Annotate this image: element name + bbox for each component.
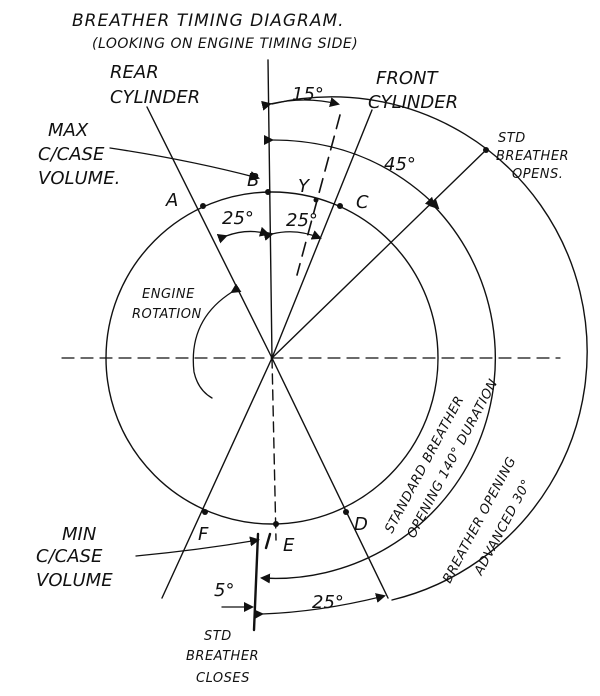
engine-rotation-label-1: ENGINE <box>142 287 195 302</box>
point-b-label: B <box>247 170 259 191</box>
angle-25-bottom-label: 25° <box>312 592 344 613</box>
rear-cylinder-axis-lower <box>161 357 273 599</box>
point-a-label: A <box>165 190 178 211</box>
point-f-dot <box>202 509 208 515</box>
angle-45-label: 45° <box>384 154 416 175</box>
point-b-dot <box>265 189 271 195</box>
std-opens-label-3: OPENS. <box>512 167 563 182</box>
arc-45 <box>263 134 440 210</box>
min-volume-label-1: MIN <box>62 524 96 545</box>
front-cylinder-axis <box>271 109 373 359</box>
rear-cylinder-label-2: CYLINDER <box>110 87 200 108</box>
advanced-opening-arc <box>271 96 588 601</box>
breather-opens-dot <box>483 147 489 153</box>
front-cylinder-label-1: FRONT <box>376 68 439 89</box>
arc-25-bottom <box>253 593 386 620</box>
point-c-dot <box>337 203 343 209</box>
rear-cylinder-axis <box>146 106 273 359</box>
std-closes-label-3: CLOSES <box>196 671 250 686</box>
angle-15-label: 15° <box>292 84 324 105</box>
front-cylinder-axis-lower <box>271 357 389 599</box>
point-e-dot <box>273 521 279 527</box>
breather-closes-tick <box>264 532 272 550</box>
point-y-label: Y <box>298 176 311 197</box>
point-d-label: D <box>354 514 368 535</box>
min-volume-label-3: VOLUME <box>36 570 113 591</box>
angle-25-right-label: 25° <box>286 210 318 231</box>
angle-25-left-label: 25° <box>222 208 254 229</box>
point-d-dot <box>343 509 349 515</box>
arc-25-left <box>216 226 270 244</box>
engine-rotation-label-2: ROTATION <box>132 307 202 322</box>
engine-rotation-arrow <box>192 283 242 399</box>
std-closes-label-2: BREATHER <box>186 649 259 664</box>
std-closes-label-1: STD <box>204 629 232 644</box>
vertical-centerline-lower <box>271 357 277 541</box>
breather-closes-line <box>252 532 260 632</box>
standard-opening-arc <box>260 196 497 584</box>
min-volume-leader <box>135 536 260 557</box>
min-volume-label-2: C/CASE <box>36 546 103 567</box>
max-volume-label-1: MAX <box>48 120 89 141</box>
angle-5-label: 5° <box>214 580 234 601</box>
point-e-label: E <box>283 535 295 556</box>
diagram-subtitle: (LOOKING ON ENGINE TIMING SIDE) <box>92 36 358 52</box>
max-volume-label-2: C/CASE <box>38 144 105 165</box>
rear-cylinder-label-1: REAR <box>110 62 159 83</box>
point-f-label: F <box>198 524 209 545</box>
std-opens-label-2: BREATHER <box>496 149 569 164</box>
point-a-dot <box>200 203 206 209</box>
point-y-dot <box>313 197 319 203</box>
std-opens-label-1: STD <box>498 131 526 146</box>
max-volume-leader <box>109 147 260 181</box>
diagram-title: BREATHER TIMING DIAGRAM. <box>72 11 345 31</box>
point-c-label: C <box>356 192 369 213</box>
arc-25-right <box>263 230 322 241</box>
front-cylinder-label-2: CYLINDER <box>368 92 458 113</box>
max-volume-label-3: VOLUME. <box>38 168 120 189</box>
vertical-centerline <box>267 59 273 359</box>
